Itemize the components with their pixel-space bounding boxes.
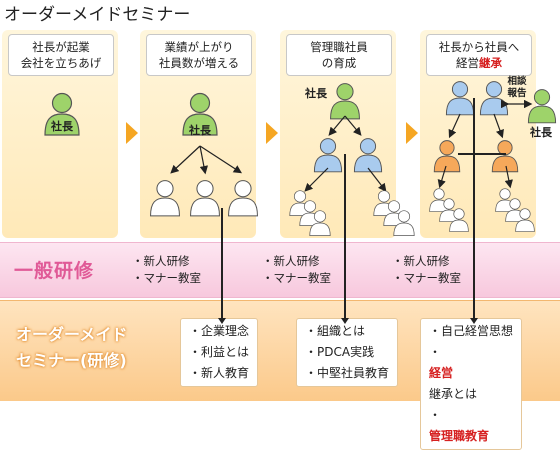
stage-3-president-label: 社長 [304,86,328,100]
stage-3-line-1: 管理職社員 [310,40,368,54]
general-item-2: ・マナー教室 [392,271,461,285]
custom-seminar-label-line-1: オーダーメイド [16,325,128,344]
consult-label-2: 報告 [507,87,527,99]
general-item-2: ・マナー教室 [132,271,201,285]
general-training-list-2: ・新人研修 ・マナー教室 [262,253,331,287]
general-training-list-1: ・新人研修 ・マナー教室 [132,253,201,287]
stage-box-1: 社長が起業 会社を立ちあげ [8,34,114,76]
topic-3-item-3: ・管理職教育 [429,405,513,447]
stage-4-employee-figures [429,188,535,233]
stage-2-employee-figures [149,179,259,217]
org-diagram: 社長 社長 社長 相談 報告 社長 [44,75,557,324]
stage-4-line-2: 経営継承 [456,55,502,71]
topic-1-item-3: ・新人教育 [189,366,250,380]
page-title: オーダーメイドセミナー [4,5,191,25]
stage-4-president-figure [527,88,557,124]
general-training-list-3: ・新人研修 ・マナー教室 [392,253,461,287]
topic-3-keiei: 経営 [429,366,454,380]
stage-box-2: 業績が上がり 社員数が増える [146,34,252,76]
stage-box-4: 社長から社員へ 経営継承 [426,34,532,76]
stage-4-president-label: 社長 [529,125,553,139]
stage-1-line-2: 会社を立ちあげ [20,56,102,70]
stage-3-manager-figures [313,137,383,173]
topic-2-item-2: ・PDCA実践 [305,345,375,359]
topic-3-item-1: ・自己経営思想 [429,324,514,338]
topic-3-keishou-towa: 継承とは [429,387,478,401]
consult-label-1: 相談 [507,75,527,87]
topic-2-item-1: ・組織とは [305,324,366,338]
topic-3-kanrishoku: 管理職教育 [429,429,490,443]
stage-4-successor-figures [445,80,509,116]
topic-2-item-3: ・中堅社員教育 [305,366,390,380]
custom-seminar-label-line-2: セミナー(研修) [16,351,127,370]
topic-3-item-2: ・経営継承とは [429,342,513,405]
general-item-1: ・新人研修 [262,254,320,268]
topic-3-bullet: ・ [429,408,442,422]
stage-3-president-figure [329,82,361,120]
stage-2-president-label: 社長 [188,123,212,137]
seminar-topic-box-1: ・企業理念 ・利益とは ・新人教育 [180,318,259,387]
stage-1-president-label: 社長 [50,119,74,133]
topic-1-item-1: ・企業理念 [189,324,250,338]
general-training-label: 一般研修 [14,260,95,282]
stage-4-line-1: 社長から社員へ [438,40,520,54]
stage-2-line-1: 業績が上がり [164,40,234,54]
stage-arrow-3 [406,122,418,144]
general-item-1: ・新人研修 [392,254,450,268]
general-item-2: ・マナー教室 [262,271,331,285]
general-training-band [0,242,560,298]
stage-3-employee-figures [289,190,415,237]
stage-3-line-2: の育成 [321,56,357,70]
topic-1-item-2: ・利益とは [189,345,250,359]
general-item-1: ・新人研修 [132,254,190,268]
topic-connectors [221,98,506,318]
stage-4-manager-figures [433,140,519,173]
custom-seminar-label: オーダーメイド セミナー(研修) [16,322,127,374]
stage-2-line-2: 社員数が増える [158,56,240,70]
stage-box-3: 管理職社員 の育成 [286,34,392,76]
stage-1-line-1: 社長が起業 [32,40,90,54]
stage-4-keiei: 経営 [456,56,479,70]
topic-3-bullet: ・ [429,345,442,359]
seminar-topic-box-2: ・組織とは ・PDCA実践 ・中堅社員教育 [296,318,399,387]
stage-4-keishou: 継承 [479,56,502,70]
stage-arrow-1 [126,122,138,144]
stage-arrow-2 [266,122,278,144]
